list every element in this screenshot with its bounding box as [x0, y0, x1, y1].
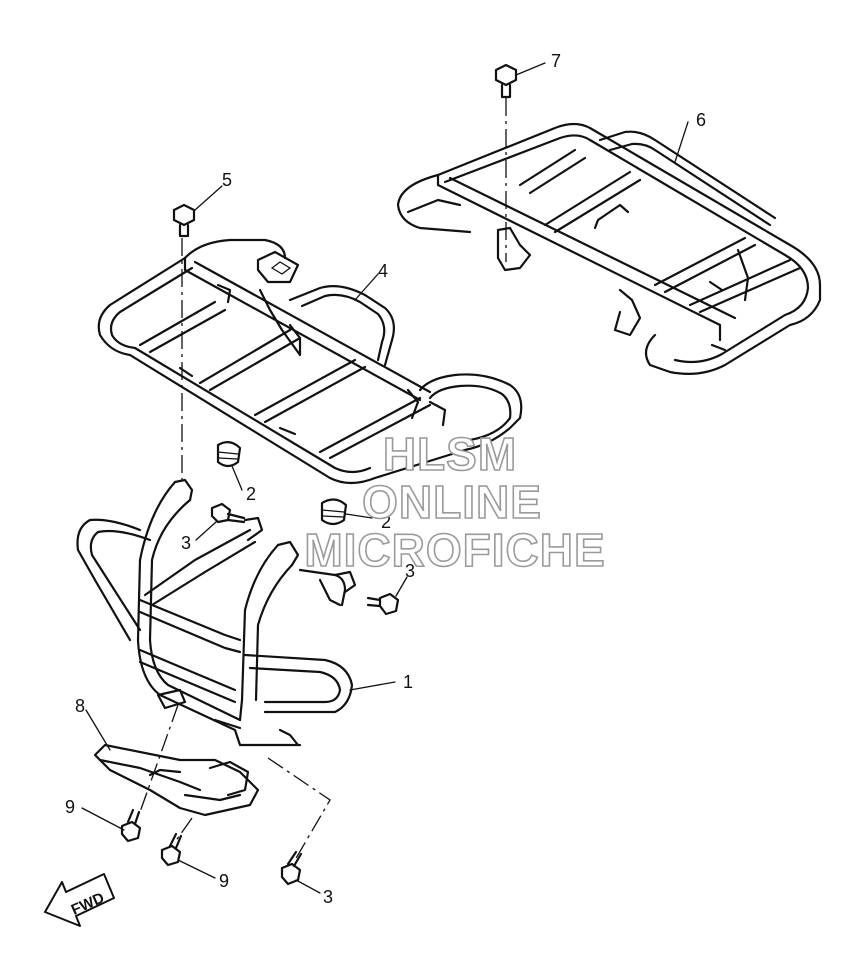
bolt-7 [494, 63, 518, 99]
bolt-9-right [160, 832, 183, 867]
label-part-4: 4 [378, 261, 388, 281]
label-part-2-upper: 2 [246, 484, 256, 504]
watermark-line-3: MICROFICHE [304, 524, 605, 576]
label-part-5: 5 [222, 170, 232, 190]
label-part-9-right: 9 [219, 871, 229, 891]
label-part-2-lower: 2 [381, 512, 391, 532]
label-part-3-middle: 3 [405, 561, 415, 581]
bolt-3-upper [210, 502, 246, 524]
footrest-plate [93, 743, 260, 817]
label-part-6: 6 [696, 110, 706, 130]
fwd-label: FWD [69, 889, 107, 918]
label-part-7: 7 [551, 51, 561, 71]
leader-lines [81, 62, 689, 894]
front-guard [76, 478, 357, 747]
label-part-3-lower: 3 [323, 887, 333, 907]
bolt-5 [172, 203, 196, 238]
watermark-line-2: ONLINE [362, 476, 542, 528]
front-carrier [97, 238, 523, 485]
bolt-9-left [120, 808, 142, 843]
label-part-9-left: 9 [65, 797, 75, 817]
centerline-3-lower [267, 757, 331, 861]
label-part-8: 8 [75, 696, 85, 716]
rear-carrier [396, 122, 822, 375]
centerline-9-right [174, 817, 193, 843]
grommet-upper [216, 441, 242, 468]
label-part-1: 1 [403, 672, 413, 692]
fwd-arrow-icon: FWD [44, 873, 115, 927]
bolt-3-middle [366, 592, 400, 616]
watermark: HLSM ONLINE MICROFICHE [304, 427, 606, 577]
grommet-lower [320, 498, 348, 526]
label-part-3-upper: 3 [181, 533, 191, 553]
centerline-9-left [139, 704, 179, 813]
bolt-3-lower [280, 850, 303, 886]
watermark-line-1: HLSM [383, 428, 517, 480]
